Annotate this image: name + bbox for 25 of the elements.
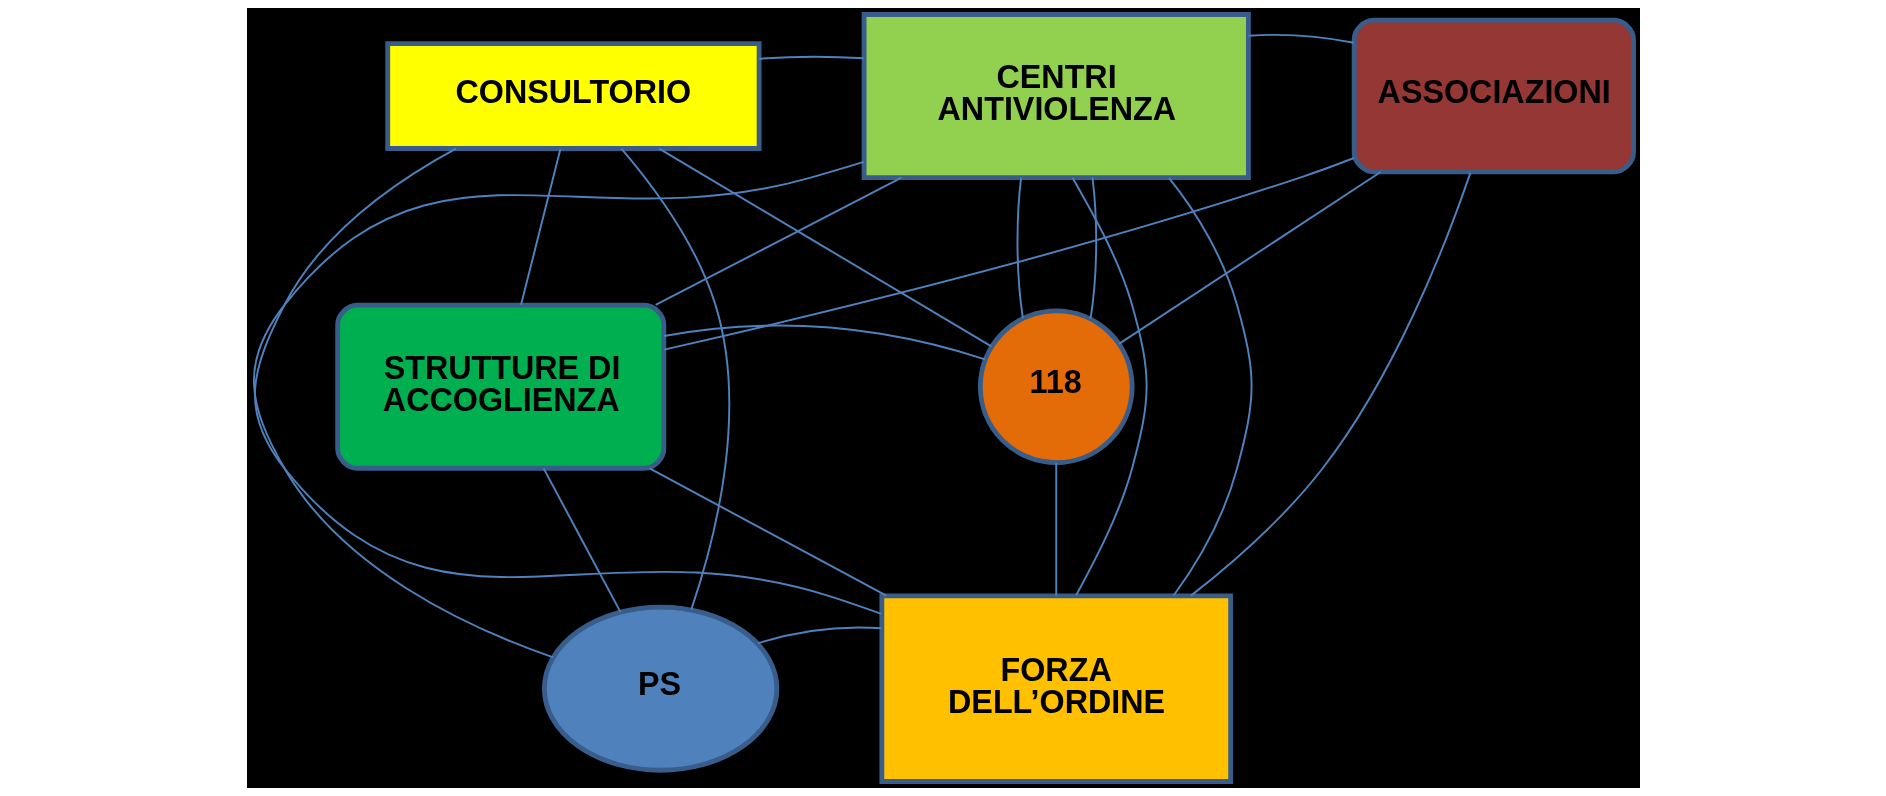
node-box: CENTRI ANTIVIOLENZA <box>861 12 1251 180</box>
connector <box>654 176 902 306</box>
node-box: CONSULTORIO <box>384 41 762 151</box>
connector <box>519 148 561 306</box>
connector <box>757 55 865 60</box>
connector <box>620 147 730 611</box>
node-box: FORZA DELL’ORDINE <box>878 593 1233 784</box>
connector <box>542 467 621 613</box>
node-box: ASSOCIAZIONI <box>1351 17 1636 175</box>
connector <box>662 157 1355 351</box>
connector <box>1117 171 1382 345</box>
connector <box>1247 33 1355 44</box>
connector <box>756 626 882 645</box>
connector <box>1054 461 1057 597</box>
node-ellipse: PS <box>541 604 779 773</box>
connector <box>648 467 887 597</box>
connector <box>1167 177 1253 597</box>
connector <box>1189 171 1471 597</box>
node-box: STRUTTURE DI ACCOGLIENZA <box>334 302 666 471</box>
connector <box>662 324 986 361</box>
connector <box>1089 176 1097 320</box>
node-circle: 118 <box>977 308 1135 465</box>
connector <box>1016 176 1024 320</box>
connector <box>1071 177 1148 597</box>
connector <box>657 147 992 348</box>
